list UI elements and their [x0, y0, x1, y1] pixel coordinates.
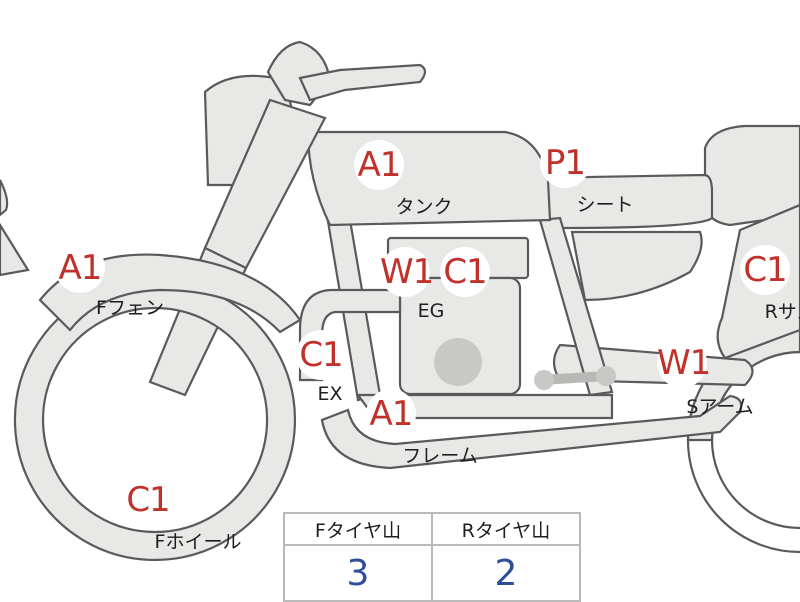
label-front-fender: Fフェン: [96, 297, 164, 319]
label-exhaust: EX: [317, 383, 343, 405]
badge-engine-c: C1: [440, 247, 490, 297]
badge-rear-suspension: C1: [740, 245, 790, 295]
label-seat: シート: [576, 194, 634, 216]
mirror: [0, 179, 9, 217]
label-frame: フレーム: [402, 445, 478, 467]
value-front-tire: 3: [283, 544, 433, 602]
header-rear-tire: Rタイヤ山: [431, 512, 581, 546]
badge-tank: A1: [354, 140, 404, 190]
label-rear-suspension: Rサス: [764, 301, 800, 323]
label-swing-arm: Sアーム: [686, 396, 754, 418]
badge-frame: A1: [366, 389, 416, 439]
header-front-tire: Fタイヤ山: [283, 512, 433, 546]
handlebar: [298, 63, 427, 102]
side-cover: [570, 230, 703, 302]
badge-seat: P1: [540, 138, 590, 188]
badge-swing-arm: W1: [657, 338, 711, 388]
label-tank: タンク: [395, 196, 453, 218]
badge-front-fender: A1: [55, 243, 105, 293]
badge-engine-w: W1: [380, 247, 434, 297]
frame-lower: [320, 394, 743, 470]
label-front-wheel: Fホイール: [154, 531, 242, 553]
tire-tread-table: Fタイヤ山 Rタイヤ山 3 2: [283, 512, 581, 602]
front-wheel: [13, 278, 296, 562]
label-engine: EG: [417, 300, 445, 322]
front-fender: [38, 253, 302, 334]
badge-exhaust: C1: [296, 330, 346, 380]
value-rear-tire: 2: [431, 544, 581, 602]
frame-rear-tube: [538, 216, 614, 397]
badge-front-wheel: C1: [123, 475, 173, 525]
front-left-part: [0, 222, 30, 277]
